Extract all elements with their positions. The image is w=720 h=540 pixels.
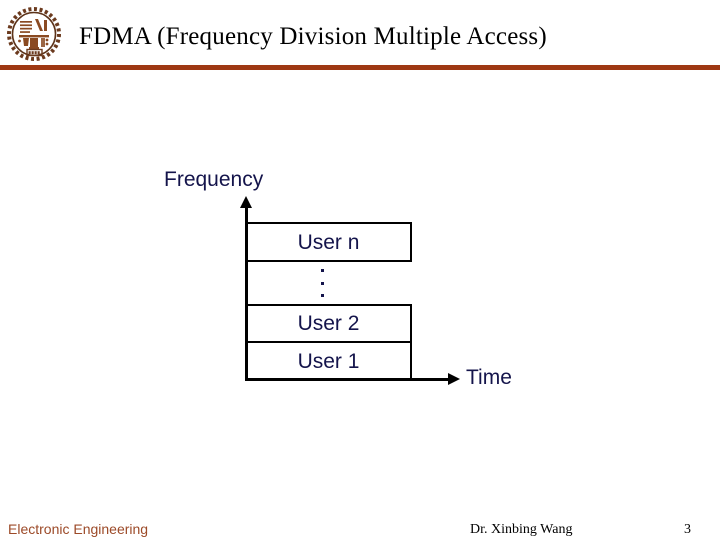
ellipsis-dot — [320, 294, 324, 297]
channel-slot-label: User 1 — [297, 349, 360, 373]
slide-header: FDMA (Frequency Division Multiple Access… — [0, 0, 720, 70]
header-divider-rule — [0, 65, 720, 70]
time-axis-line — [245, 378, 450, 381]
footer-page-number: 3 — [684, 522, 691, 537]
ellipsis-dot — [320, 269, 324, 272]
time-axis-arrowhead — [448, 373, 460, 385]
vertical-ellipsis-icon — [316, 269, 328, 297]
frequency-axis-line — [245, 206, 248, 381]
frequency-axis-label: Frequency — [164, 168, 264, 191]
university-seal-logo — [7, 6, 61, 62]
footer-author-text: Dr. Xinbing Wang — [470, 522, 573, 537]
channel-slot-label: User n — [297, 230, 360, 254]
time-axis-label: Time — [466, 366, 512, 389]
footer-department-text: Electronic Engineering — [8, 521, 149, 537]
channel-slot-user-1: User 1 — [245, 341, 412, 381]
channel-slot-user-2: User 2 — [245, 304, 412, 343]
channel-slot-label: User 2 — [297, 312, 360, 335]
ellipsis-dot — [320, 281, 324, 285]
channel-slot-user-n: User n — [245, 222, 412, 262]
slide-footer: Electronic Engineering Dr. Xinbing Wang … — [0, 505, 720, 540]
page-title: FDMA (Frequency Division Multiple Access… — [79, 23, 547, 50]
frequency-axis-arrowhead — [240, 196, 252, 208]
